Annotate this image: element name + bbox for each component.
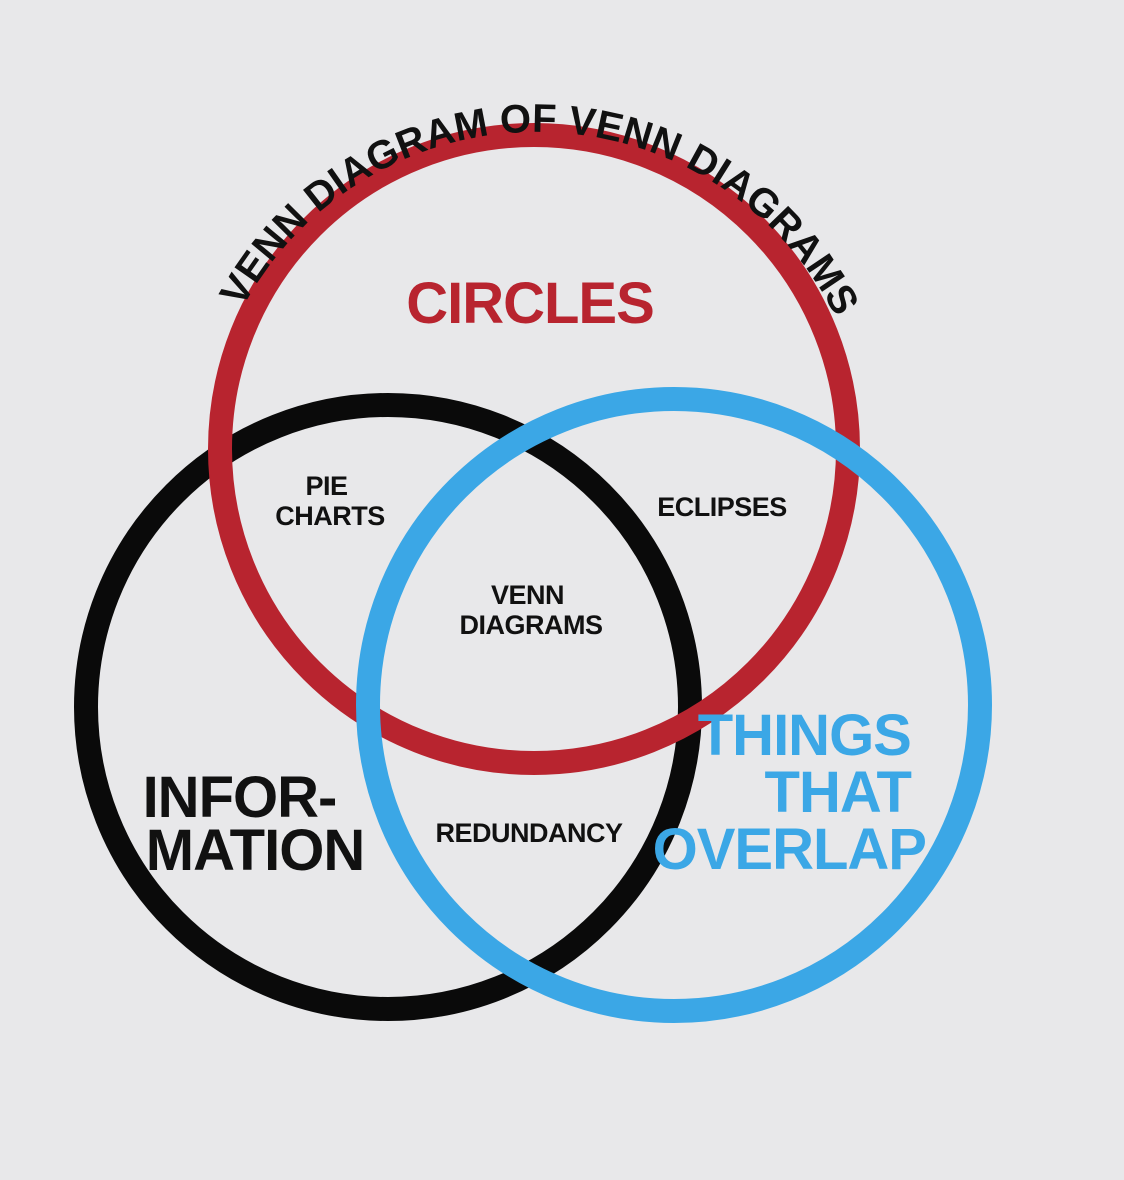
circles-label: CIRCLES xyxy=(406,271,654,336)
venn-diagrams-label: VENN DIAGRAMS xyxy=(460,580,603,640)
overlap-label: THINGS THAT OVERLAP xyxy=(653,703,926,882)
pie-charts-line-2: CHARTS xyxy=(275,501,385,531)
venn-diagrams-line-1: VENN xyxy=(491,580,564,610)
redundancy-label: REDUNDANCY xyxy=(435,818,622,848)
information-label-line-1: INFOR- xyxy=(143,765,337,830)
pie-charts-label: PIE CHARTS xyxy=(275,471,385,531)
overlap-label-line-3: OVERLAP xyxy=(653,817,926,882)
information-label-line-2: MATION xyxy=(146,818,364,883)
venn-diagrams-line-2: DIAGRAMS xyxy=(460,610,603,640)
eclipses-label: ECLIPSES xyxy=(657,492,787,522)
overlap-label-line-1: THINGS xyxy=(698,703,911,768)
pie-charts-line-1: PIE xyxy=(305,471,347,501)
information-circle xyxy=(74,393,702,1021)
information-label: INFOR- MATION xyxy=(143,765,365,883)
overlap-label-line-2: THAT xyxy=(765,760,912,825)
overlap-circle xyxy=(356,387,992,1023)
